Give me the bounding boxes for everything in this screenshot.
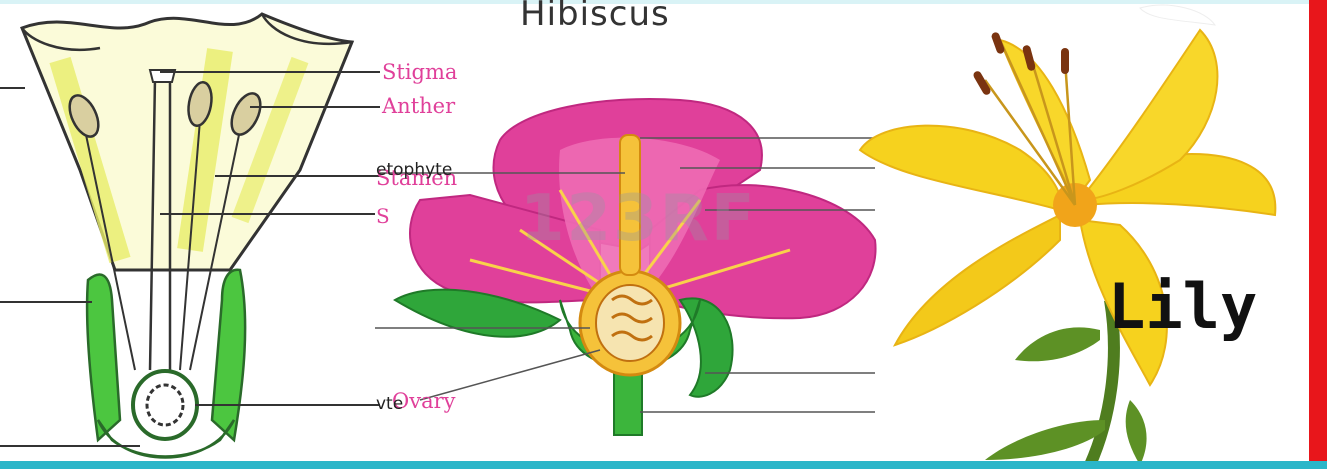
label-stamen-cut: S: [376, 204, 390, 228]
left-flower-diagram: [0, 14, 380, 458]
label-stigma: Stigma: [382, 60, 457, 84]
lily-photo: [860, 4, 1308, 465]
label-anther: Anther: [382, 94, 455, 118]
diagram-title: Hibiscus: [520, 0, 670, 34]
lily-anther-3: [1061, 48, 1069, 74]
watermark: 123RF: [520, 182, 757, 256]
middle-flower-diagram: [375, 99, 876, 435]
sepal-left: [87, 275, 120, 440]
ovary-left: [133, 371, 197, 439]
sepal-right: [212, 270, 245, 440]
label-gametophyte-cut: etophyte: [376, 160, 452, 180]
bottom-cyan-bar: [0, 461, 1327, 469]
lily-label: Lily: [1108, 270, 1257, 343]
ovary-chamber: [596, 285, 664, 361]
right-red-bar: [1309, 0, 1327, 469]
label-ovary-cut: vte: [376, 394, 403, 414]
